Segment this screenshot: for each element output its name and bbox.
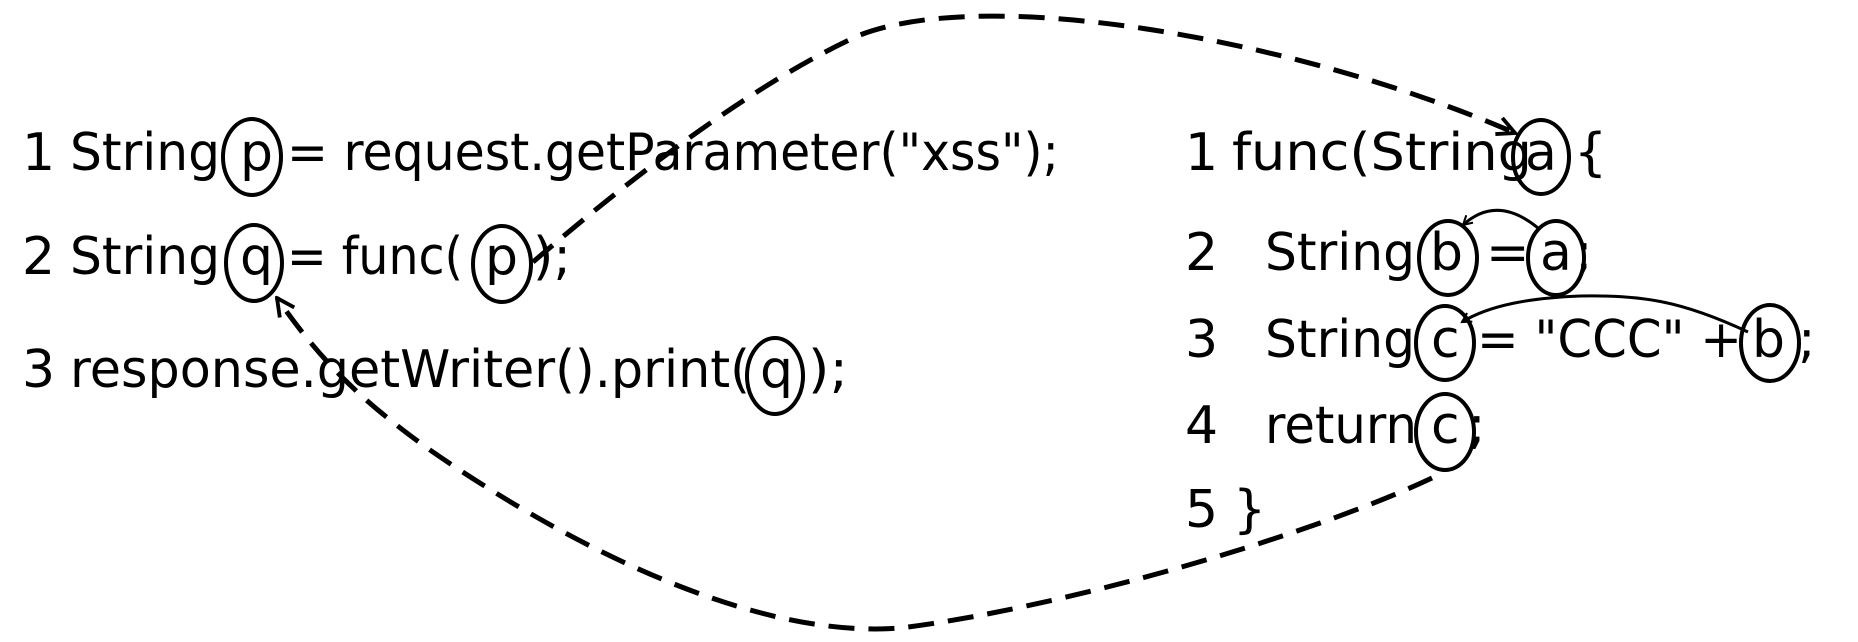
callee-line3-var-c: c — [1431, 310, 1460, 370]
caller-line2-mid: = func( — [287, 227, 463, 287]
caller-line2-arg-p: p — [485, 227, 518, 287]
circle-callee-line4-c — [1414, 392, 1476, 472]
circle-caller-line1-p — [221, 117, 283, 197]
callee-line4-pre: return — [1265, 396, 1417, 456]
caller-line2-pre: String — [70, 227, 220, 287]
caller-line2-var-q: q — [240, 227, 273, 287]
callee-line1-num: 1 — [1185, 123, 1218, 183]
callee-line2-var-b: b — [1430, 223, 1463, 283]
circle-caller-line3-q — [745, 336, 805, 416]
callee-line3-pre: String — [1265, 310, 1415, 370]
callee-line3-arg-b: b — [1752, 310, 1785, 370]
callee-line5-num: 5 — [1185, 480, 1218, 540]
caller-line3-post: ); — [808, 340, 848, 400]
callee-line1-var-a: a — [1525, 123, 1557, 183]
callee-line3-num: 3 — [1185, 310, 1218, 370]
variable-circles — [221, 117, 1801, 472]
caller-line1-post: = request.getParameter("xss"); — [287, 123, 1059, 183]
circle-caller-line2-q — [224, 223, 284, 303]
caller-line2-num: 2 — [22, 227, 55, 287]
dashed-arrow-p-to-a — [531, 13, 1515, 264]
caller-line1-pre: String — [70, 123, 220, 183]
caller-line1-num: 1 — [22, 123, 55, 183]
callee-line2-arg-a: a — [1540, 223, 1572, 283]
circle-callee-line2-a — [1526, 219, 1586, 297]
callee-line4-var-c: c — [1431, 396, 1460, 456]
arrow-a-to-b — [1463, 208, 1539, 230]
callee-line2-pre: String — [1265, 223, 1415, 283]
callee-line3-post: ; — [1798, 310, 1816, 370]
callee-line2-mid: = — [1486, 223, 1530, 283]
dashed-arrow-return-c-to-q — [277, 298, 1434, 632]
callee-code-block: 1 func(String a { 2 String b = a ; 3 Str… — [1185, 123, 1816, 540]
caller-code-block: 1 String p = request.getParameter("xss")… — [22, 123, 1059, 400]
circle-callee-line1-a — [1511, 118, 1571, 196]
caller-line3-arg-q: q — [760, 340, 793, 400]
circle-callee-line3-c — [1414, 304, 1476, 382]
caller-line1-var-p: p — [240, 123, 273, 183]
callee-line1-pre: func(String — [1232, 123, 1532, 183]
callee-line2-num: 2 — [1185, 223, 1218, 283]
arrow-b-to-c — [1462, 294, 1749, 334]
callee-line1-post: { — [1574, 123, 1607, 183]
callee-line4-num: 4 — [1185, 396, 1218, 456]
circle-callee-line2-b — [1417, 219, 1479, 297]
caller-line3-num: 3 — [22, 340, 55, 400]
callee-line3-mid: = "CCC" + — [1477, 310, 1742, 370]
circle-caller-line2-p — [471, 224, 533, 304]
circle-callee-line3-b — [1739, 303, 1801, 383]
callee-line5-brace: } — [1233, 480, 1266, 540]
caller-line3-pre: response.getWriter().print( — [70, 340, 750, 400]
